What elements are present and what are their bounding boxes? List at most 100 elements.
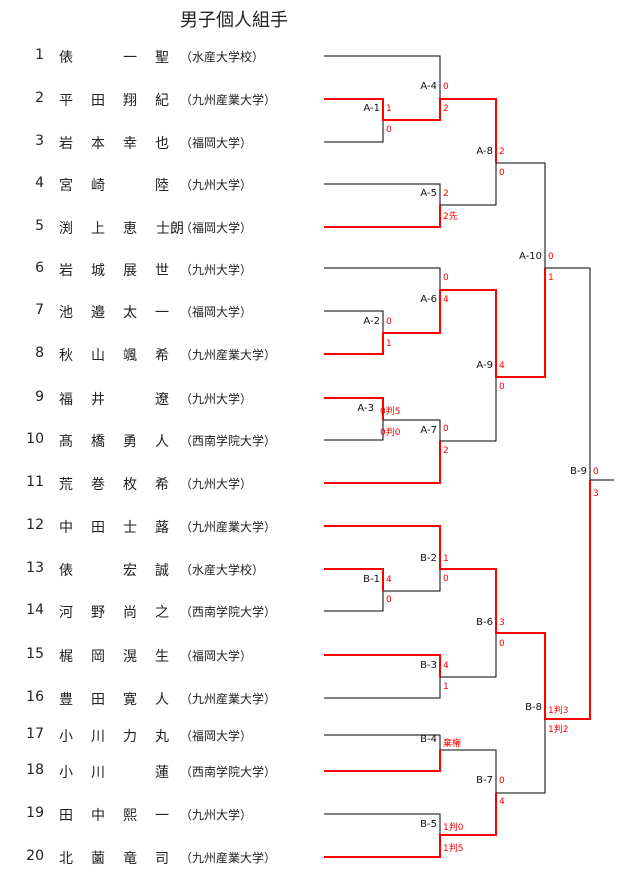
match-label: A-8 [476,146,493,157]
match-score-top: 4 [499,361,505,371]
player-name-char: 川 [91,765,105,781]
bracket-line [324,55,441,99]
player-name-char: 士朗 [156,221,184,237]
match-label: A-1 [363,103,380,114]
player-name-char: 之 [155,605,169,621]
player-affiliation: （福岡大学） [180,221,253,235]
player-name-char: 蓮 [155,765,169,781]
match-score-top: 0 [499,776,505,786]
match-label: A-3 [357,403,374,414]
winner-path-line [324,397,384,420]
winner-path-line [324,98,497,163]
winner-path-line [440,268,546,378]
match-score-bottom: 2 [443,446,449,456]
match-score-bottom: 2 [443,104,449,114]
player-name-char: 山 [91,348,105,364]
bracket-line [496,719,546,794]
player-affiliation: （九州大学） [180,392,253,406]
player-name-char: 崎 [91,178,105,194]
player-name-char: 邉 [91,305,105,321]
player-affiliation: （九州産業大学） [180,93,277,107]
player-name-char: 河 [59,605,73,621]
player-affiliation: （九州大学） [180,808,253,822]
match-score-top: 3 [499,618,505,628]
match-label: B-4 [420,734,437,745]
player-number: 4 [35,175,44,191]
match-score-bottom: 1判2 [548,725,569,735]
match-score-top: 0 [386,317,392,327]
player-number: 15 [26,646,44,662]
player-name-char: 一 [155,808,169,824]
player-name-char: 宏 [123,563,137,579]
player-name-char: 井 [91,392,105,408]
player-name-char: 生 [155,649,169,665]
player-affiliation: （九州産業大学） [180,520,277,534]
match-score-top: 2 [499,147,505,157]
match-score-bottom: 0 [499,168,505,178]
player-name-char: 一 [123,50,137,66]
player-affiliation: （九州大学） [180,477,253,491]
match-score-top: 0判5 [380,407,401,417]
player-name-char: 人 [155,434,169,450]
player-number: 16 [26,689,44,705]
match-score-top: 4 [443,661,449,671]
player-name-char: 野 [91,605,105,621]
match-score-top: 1 [386,104,392,114]
player-name-char: 城 [91,263,105,279]
player-name-char: 世 [155,263,169,279]
player-affiliation: （九州産業大学） [180,692,277,706]
match-score-bottom: 4 [499,797,505,807]
player-name-char: 福 [59,392,73,408]
match-score-bottom: 0 [499,639,505,649]
match-label: B-9 [570,466,587,477]
bracket-line [324,310,384,333]
player-name-char: 蕗 [155,520,169,536]
match-score-bottom: 4 [443,295,449,305]
player-name-char: 滉 [123,649,137,665]
player-name-char: 秋 [59,348,73,364]
match-score-bottom: 1 [386,339,392,349]
match-score-bottom: 0 [386,125,392,135]
bracket-line [324,267,441,290]
match-score-bottom: 3 [593,489,599,499]
player-name-char: 田 [91,692,105,708]
player-name-char: 司 [155,851,169,867]
player-name-char: 力 [123,729,137,745]
player-name-char: 翔 [123,93,137,109]
player-name-char: 川 [91,729,105,745]
player-name-char: 枚 [123,477,137,493]
player-name-char: 田 [59,808,73,824]
player-name-char: 也 [155,136,169,152]
player-name-char: 遼 [155,392,169,408]
match-score-top: 0 [548,252,554,262]
player-affiliation: （西南学院大学） [180,605,277,619]
match-score-top: 1 [443,554,449,564]
winner-path-line [324,654,441,677]
winner-path-line [324,568,384,591]
match-label: A-5 [420,188,437,199]
match-label: A-2 [363,316,380,327]
player-number: 20 [26,848,44,864]
player-name-char: 恵 [123,221,137,237]
player-name-char: 平 [59,93,73,109]
bracket-line [324,120,384,143]
player-name-char: 丸 [155,729,169,745]
player-name-char: 中 [91,808,105,824]
player-name-char: 俵 [59,563,73,579]
match-score-top: 0 [593,467,599,477]
player-affiliation: （西南学院大学） [180,434,277,448]
page-title: 男子個人組手 [180,10,288,31]
player-name-char: 小 [59,765,73,781]
player-name-char: 岩 [59,136,73,152]
player-name-char: 岡 [91,649,105,665]
match-label: B-6 [476,617,493,628]
player-affiliation: （福岡大学） [180,136,253,150]
player-name-char: 俵 [59,50,73,66]
player-name-char: 希 [155,348,169,364]
match-score-top: 0 [443,82,449,92]
winner-path-line [324,205,441,228]
bracket-line [324,813,441,835]
player-name-char: 熙 [123,808,137,824]
match-label: A-7 [420,425,437,436]
